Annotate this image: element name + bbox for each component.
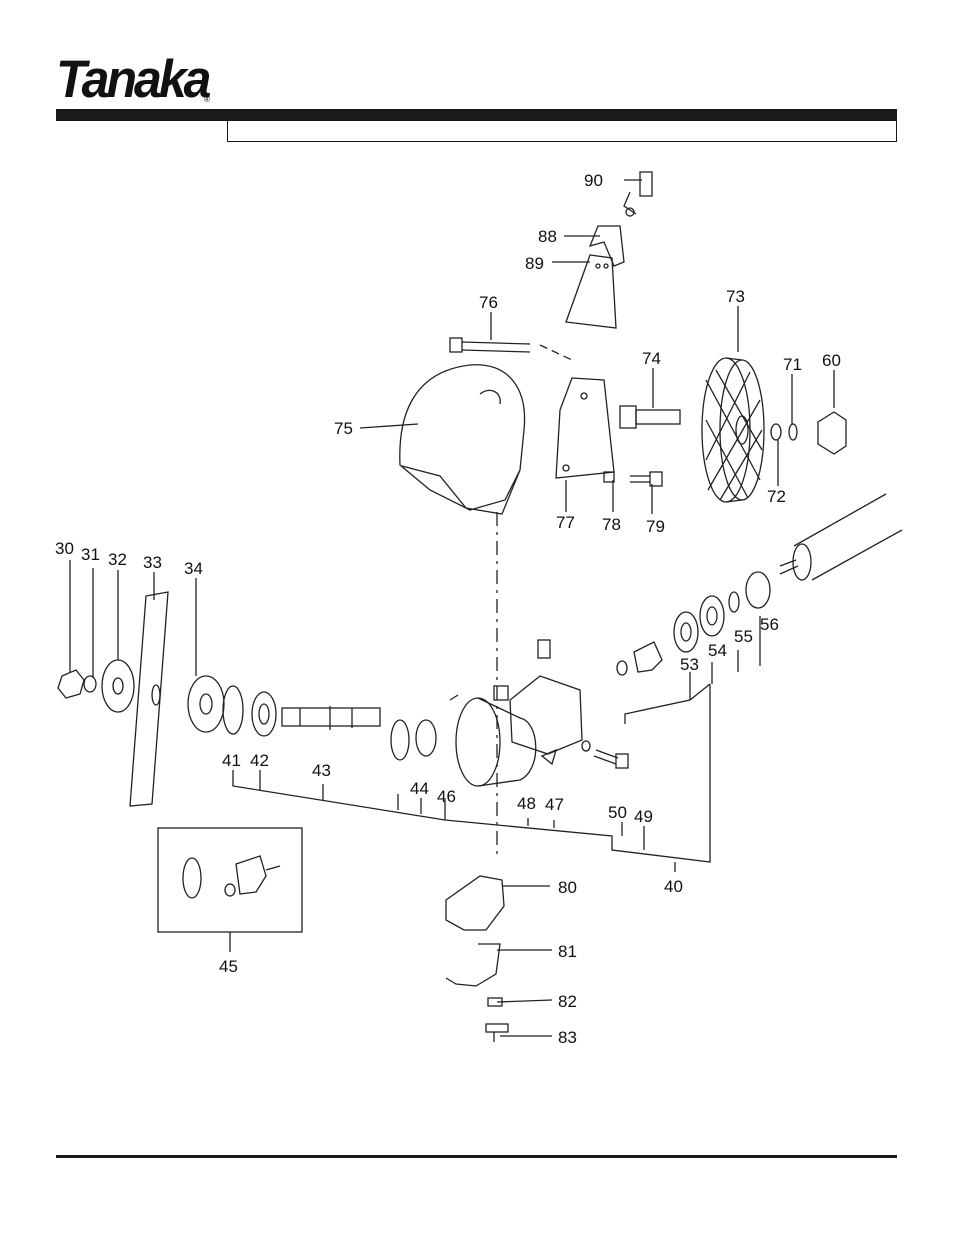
part-label-83: 83 (558, 1028, 577, 1047)
part-label-78: 78 (602, 515, 621, 534)
part-label-41: 41 (222, 751, 241, 770)
part-label-31: 31 (81, 545, 100, 564)
part-label-54: 54 (708, 641, 727, 660)
part-label-33: 33 (143, 553, 162, 572)
part-label-76: 76 (479, 293, 498, 312)
part-label-72: 72 (767, 487, 786, 506)
part-label-74: 74 (642, 349, 661, 368)
part-label-50: 50 (608, 803, 627, 822)
part-label-47: 47 (545, 795, 564, 814)
part-label-44: 44 (410, 779, 429, 798)
part-label-73: 73 (726, 287, 745, 306)
part-label-34: 34 (184, 559, 203, 578)
part-label-48: 48 (517, 794, 536, 813)
part-label-88: 88 (538, 227, 557, 246)
part-label-56: 56 (760, 615, 779, 634)
header-title-box (227, 121, 897, 142)
part-label-53: 53 (680, 655, 699, 674)
brand-logo: Tanaka (56, 49, 211, 109)
part-label-32: 32 (108, 550, 127, 569)
part-label-49: 49 (634, 807, 653, 826)
part-label-89: 89 (525, 254, 544, 273)
part-label-80: 80 (558, 878, 577, 897)
part-label-82: 82 (558, 992, 577, 1011)
part-label-30: 30 (55, 539, 74, 558)
registered-mark: ® (204, 95, 210, 104)
footer-rule (56, 1155, 897, 1158)
part-label-77: 77 (556, 513, 575, 532)
part-label-75: 75 (334, 419, 353, 438)
part-label-55: 55 (734, 627, 753, 646)
part-label-90: 90 (584, 171, 603, 190)
header-bar (56, 109, 897, 121)
part-label-71: 71 (783, 355, 802, 374)
part-label-46: 46 (437, 787, 456, 806)
part-label-81: 81 (558, 942, 577, 961)
part-label-45: 45 (219, 957, 238, 976)
part-label-43: 43 (312, 761, 331, 780)
part-label-42: 42 (250, 751, 269, 770)
part-label-40: 40 (664, 877, 683, 896)
part-label-60: 60 (822, 351, 841, 370)
part-label-79: 79 (646, 517, 665, 536)
